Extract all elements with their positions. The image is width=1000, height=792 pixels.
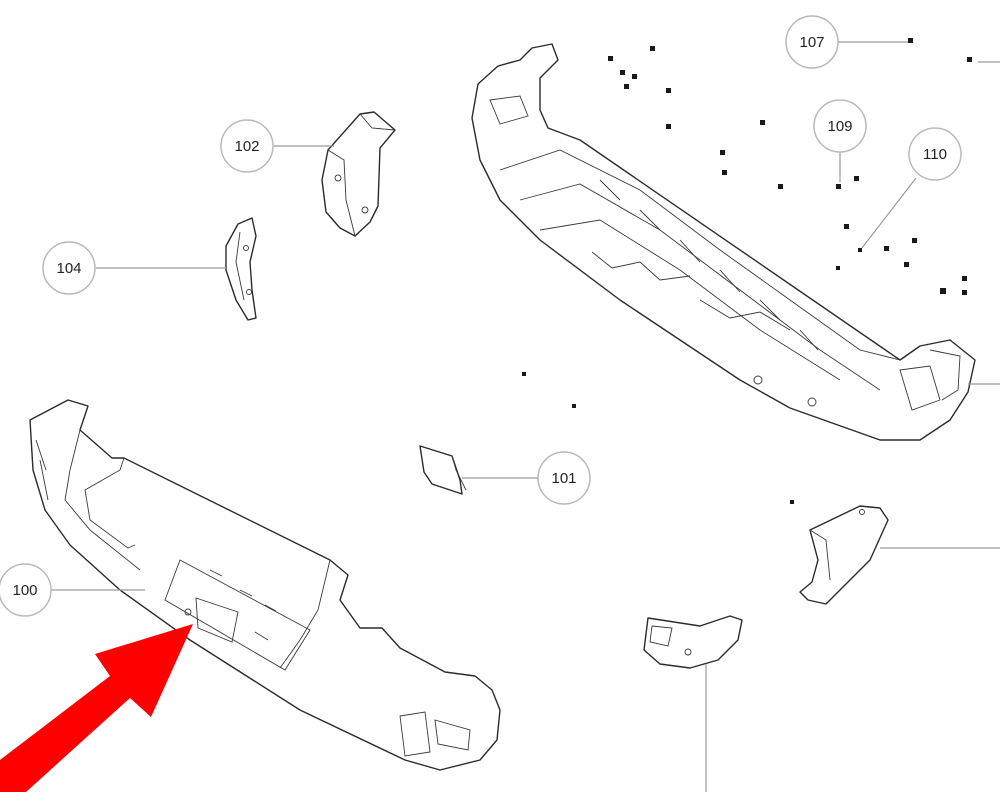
bracket-102-part <box>321 111 396 237</box>
callout-102-label: 102 <box>234 138 259 155</box>
callout-102: 102 <box>220 119 274 173</box>
absorber-part <box>471 43 976 441</box>
plate-part <box>419 445 467 495</box>
callout-109: 109 <box>813 99 867 153</box>
callout-104-label: 104 <box>56 260 81 277</box>
callout-109-label: 109 <box>827 118 852 135</box>
bracket-104-part <box>225 217 257 321</box>
callout-110: 110 <box>908 127 962 181</box>
red-arrow-indicator <box>0 624 193 792</box>
leader-lines <box>50 41 1000 792</box>
callout-107-label: 107 <box>799 34 824 51</box>
corner-bracket-part <box>799 505 889 605</box>
callout-101: 101 <box>537 451 591 505</box>
fasteners <box>522 38 972 504</box>
callout-107: 107 <box>785 15 839 69</box>
callout-100-label: 100 <box>12 582 37 599</box>
callout-101-label: 101 <box>551 470 576 487</box>
callout-104: 104 <box>42 241 96 295</box>
callout-110-label: 110 <box>923 146 947 163</box>
bumper-cover-part <box>29 399 501 771</box>
corner-cover-part <box>643 615 743 669</box>
callout-100: 100 <box>0 563 52 617</box>
